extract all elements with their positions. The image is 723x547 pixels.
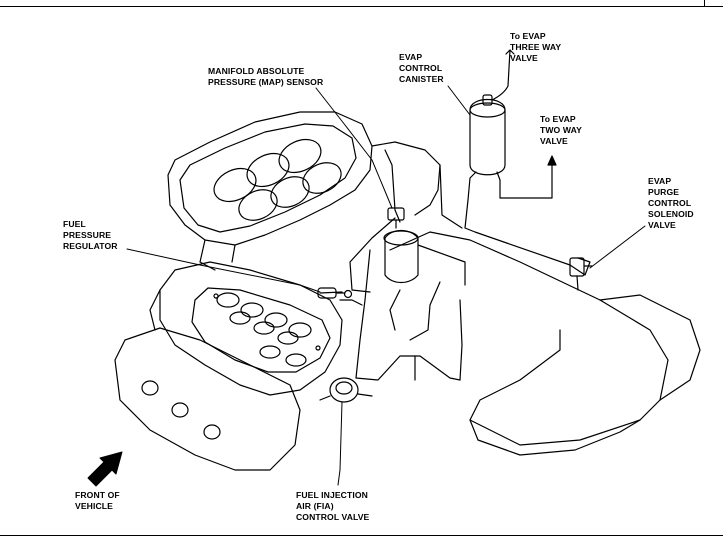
leader-lines [126,85,646,486]
fuel-pressure-regulator [317,287,353,299]
cylinder-head [159,261,343,396]
top-rule-tick [704,0,705,6]
to-three-way-valve-label: To EVAP THREE WAY VALVE [510,31,562,63]
top-rule [0,6,723,7]
front-direction-arrow [87,451,123,487]
engine-block [114,289,301,471]
fia-control-valve [319,377,373,403]
air-intake-duct [371,141,669,446]
evap-canister-label: EVAP CONTROL CANISTER [399,52,444,84]
evap-canister [467,49,557,201]
intake-manifold [167,111,373,271]
vacuum-hoses [319,149,591,381]
map-sensor [387,207,405,229]
to-two-way-valve-label: To EVAP TWO WAY VALVE [540,114,582,146]
fuel-pressure-regulator-label: FUEL PRESSURE REGULATOR [63,219,118,251]
purge-solenoid-valve-label: EVAP PURGE CONTROL SOLENOID VALVE [648,176,694,230]
fia-valve-label: FUEL INJECTION AIR (FIA) CONTROL VALVE [296,490,370,522]
right-engine-bank [469,294,701,456]
map-sensor-label: MANIFOLD ABSOLUTE PRESSURE (MAP) SENSOR [208,66,324,87]
bottom-rule [0,535,723,536]
evap-purge-solenoid-valve [569,257,593,291]
front-of-vehicle-label: FRONT OF VEHICLE [75,490,120,511]
